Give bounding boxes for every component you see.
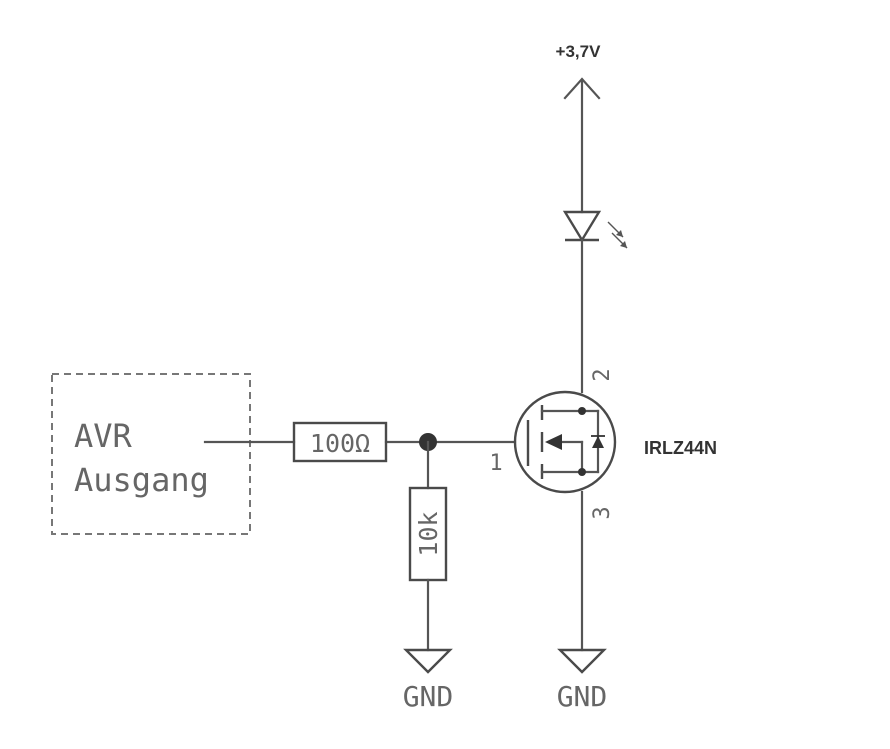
avr-label-line2: Ausgang — [74, 461, 209, 499]
avr-output-block: AVR Ausgang — [51, 373, 251, 535]
mosfet-arrow-icon — [545, 434, 562, 450]
body-diode-icon — [592, 436, 604, 448]
pin-label-source: 3 — [590, 506, 615, 519]
mosfet-part-label: IRLZ44N — [644, 438, 717, 458]
ground-right-label: GND — [557, 680, 608, 713]
series-resistor-value: 100Ω — [310, 429, 370, 458]
avr-label-line1: AVR — [74, 417, 133, 455]
drain-dot — [578, 407, 586, 415]
mosfet: 2 3 1 IRLZ44N — [489, 368, 717, 519]
supply-rail: +3,7V — [556, 42, 602, 214]
source-dot — [578, 468, 586, 476]
ground-left-symbol — [403, 648, 453, 674]
ground-right-symbol — [557, 648, 607, 674]
ground-right: GND — [557, 648, 608, 713]
avr-output-box — [51, 373, 251, 535]
mosfet-body-circle — [513, 390, 617, 494]
led-light-arrows-icon — [607, 221, 628, 249]
led-triangle — [562, 210, 602, 243]
pulldown-resistor-value: 10k — [414, 511, 443, 556]
led — [562, 210, 628, 249]
pin-label-drain: 2 — [590, 368, 615, 381]
series-resistor-body — [292, 421, 388, 463]
pin-label-gate: 1 — [489, 451, 502, 476]
series-resistor: 100Ω — [292, 421, 388, 463]
ground-left-label: GND — [403, 680, 454, 713]
supply-label: +3,7V — [556, 42, 602, 61]
pulldown-resistor: 10k — [408, 486, 448, 582]
ground-left: GND — [403, 648, 454, 713]
